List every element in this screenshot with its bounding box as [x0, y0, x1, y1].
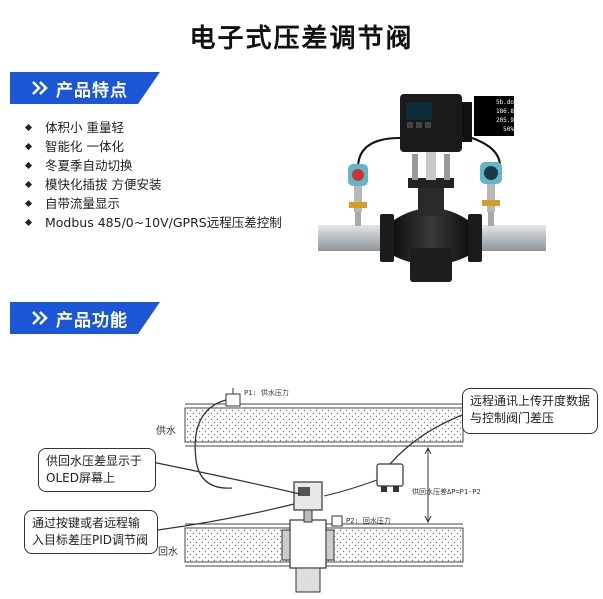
pid-input-callout: 通过按键或者远程输入目标差压PID调节阀 — [24, 510, 158, 554]
double-chevron-right-icon — [32, 311, 48, 325]
p1-label: P1: 供水压力 — [244, 389, 289, 397]
list-item: 体积小 重量轻 — [24, 118, 282, 137]
supply-pipe-label: 供水 — [156, 426, 176, 437]
features-section-banner: 产品特点 — [10, 72, 160, 104]
valve-product-image — [318, 94, 546, 282]
differential-pressure-label: 供回水压差ΔP=P1-P2 — [412, 488, 481, 496]
valve-display-screen: 5b.do 186.8 205.9 50% — [495, 99, 514, 133]
features-heading: 产品特点 — [56, 80, 128, 101]
list-item: Modbus 485/0~10V/GPRS远程压差控制 — [24, 213, 282, 232]
list-item: 模快化插拔 方便安装 — [24, 175, 282, 194]
oled-display-callout: 供回水压差显示于OLED屏幕上 — [38, 448, 156, 492]
page-title: 电子式压差调节阀 — [189, 24, 414, 54]
remote-communication-callout: 远程通讯上传开度数据与控制阀门差压 — [462, 388, 598, 434]
features-list: 体积小 重量轻 智能化 一体化 冬夏季自动切换 模快化插拔 方便安装 自带流量显… — [24, 118, 282, 232]
double-chevron-right-icon — [32, 81, 48, 95]
list-item: 自带流量显示 — [24, 194, 282, 213]
return-pipe-label: 回水 — [158, 547, 178, 558]
functions-heading: 产品功能 — [56, 310, 128, 331]
system-diagram — [151, 388, 471, 593]
list-item: 冬夏季自动切换 — [24, 156, 282, 175]
p2-label: P2: 回水压力 — [346, 517, 391, 525]
functions-section-banner: 产品功能 — [10, 302, 160, 334]
list-item: 智能化 一体化 — [24, 137, 282, 156]
